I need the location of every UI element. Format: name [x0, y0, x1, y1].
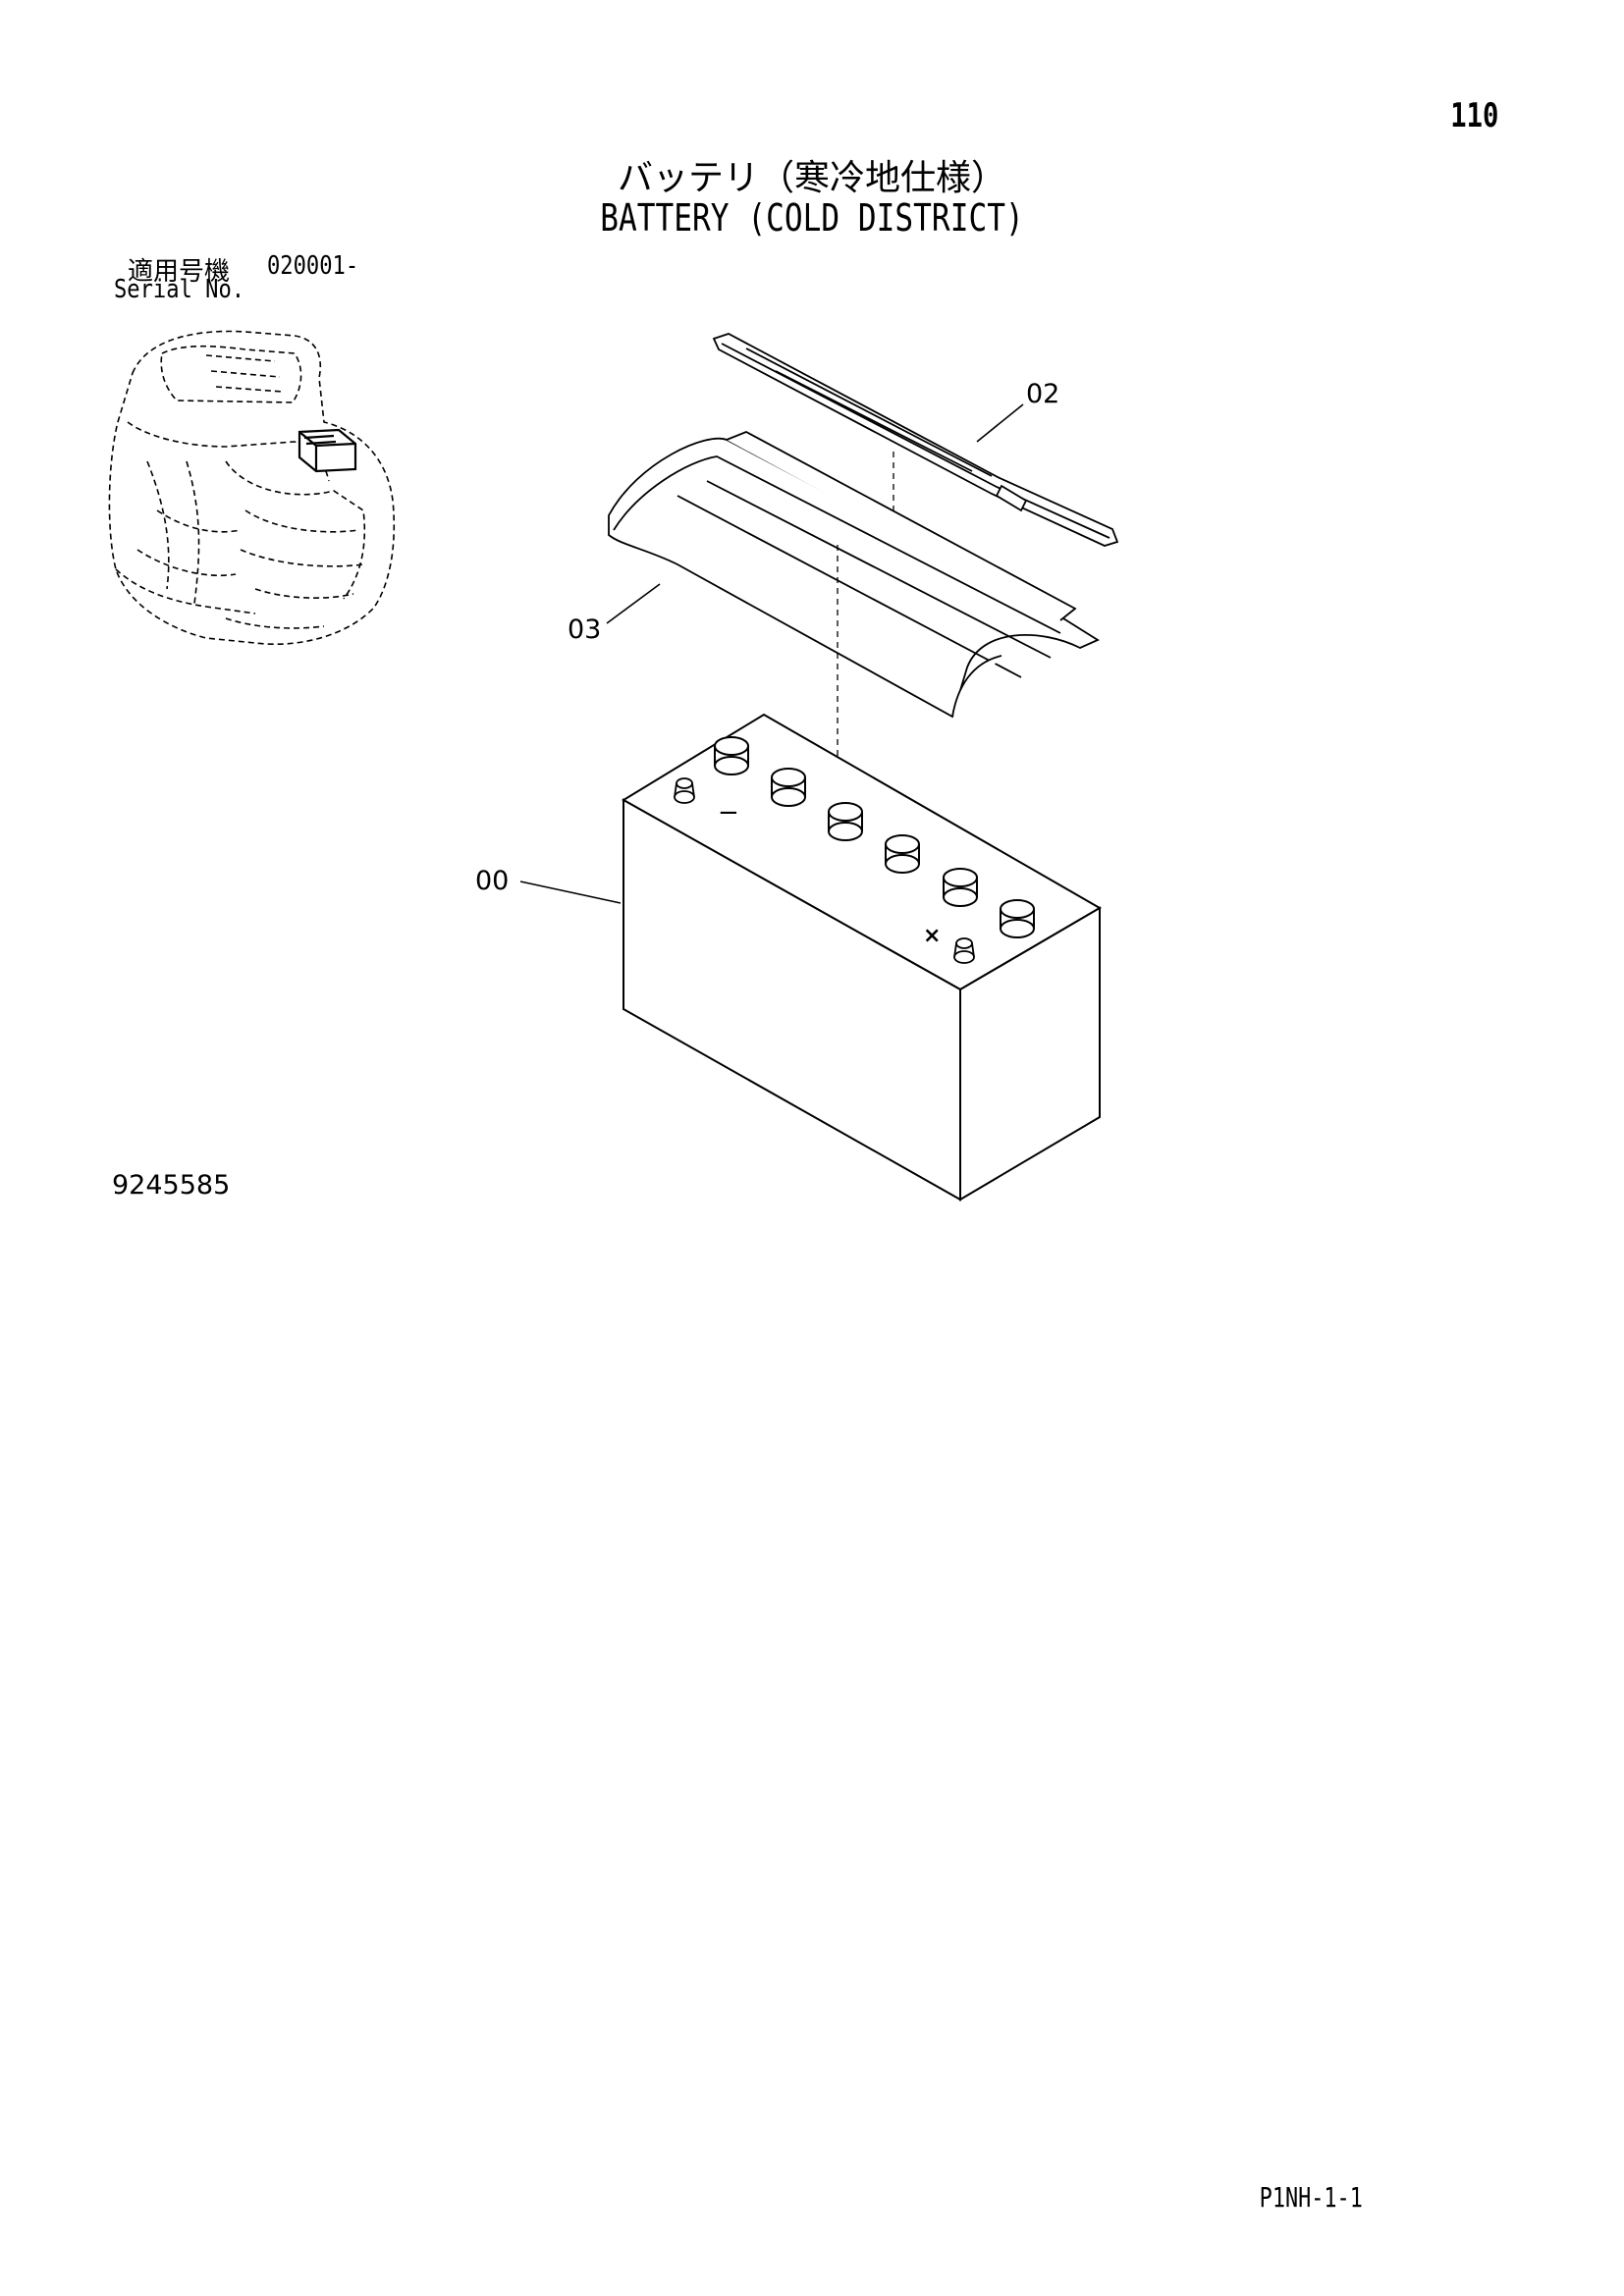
callout-part-02: 02 — [1026, 379, 1059, 409]
cell-cap — [771, 768, 806, 807]
positive-mark: × — [923, 924, 941, 948]
battery-caps — [714, 736, 1035, 938]
negative-mark: − — [718, 798, 739, 828]
alignment-guide-lines — [837, 452, 894, 785]
cell-cap — [943, 868, 978, 907]
positive-terminal — [953, 937, 975, 964]
callout-part-03: 03 — [568, 614, 601, 645]
cell-cap — [1000, 899, 1035, 938]
battery-terminals — [674, 777, 975, 964]
footer-reference: P1NH-1-1 — [1259, 2181, 1363, 2214]
serial-label-english: Serial No. — [114, 275, 245, 304]
page-title-english: BATTERY (COLD DISTRICT) — [600, 196, 1024, 240]
callout-part-00: 00 — [475, 866, 509, 896]
page-title-japanese: バッテリ（寒冷地仕様） — [617, 158, 1006, 198]
part-02-illustration — [712, 333, 1119, 547]
serial-number-value: 020001- — [267, 251, 359, 281]
cell-cap — [828, 802, 863, 841]
negative-terminal — [674, 777, 695, 804]
part-03-illustration — [608, 431, 1100, 719]
part-00-battery-illustration — [622, 713, 1102, 1201]
serial-label-japanese: 適用号機 — [128, 257, 231, 287]
cell-cap — [885, 834, 920, 874]
drawing-number: 9245585 — [112, 1170, 231, 1201]
battery-location-highlight — [298, 428, 357, 473]
leader-lines — [519, 403, 1024, 904]
machine-locator-illustration — [108, 330, 396, 646]
cell-cap — [714, 736, 749, 775]
page-number: 110 — [1449, 96, 1498, 135]
